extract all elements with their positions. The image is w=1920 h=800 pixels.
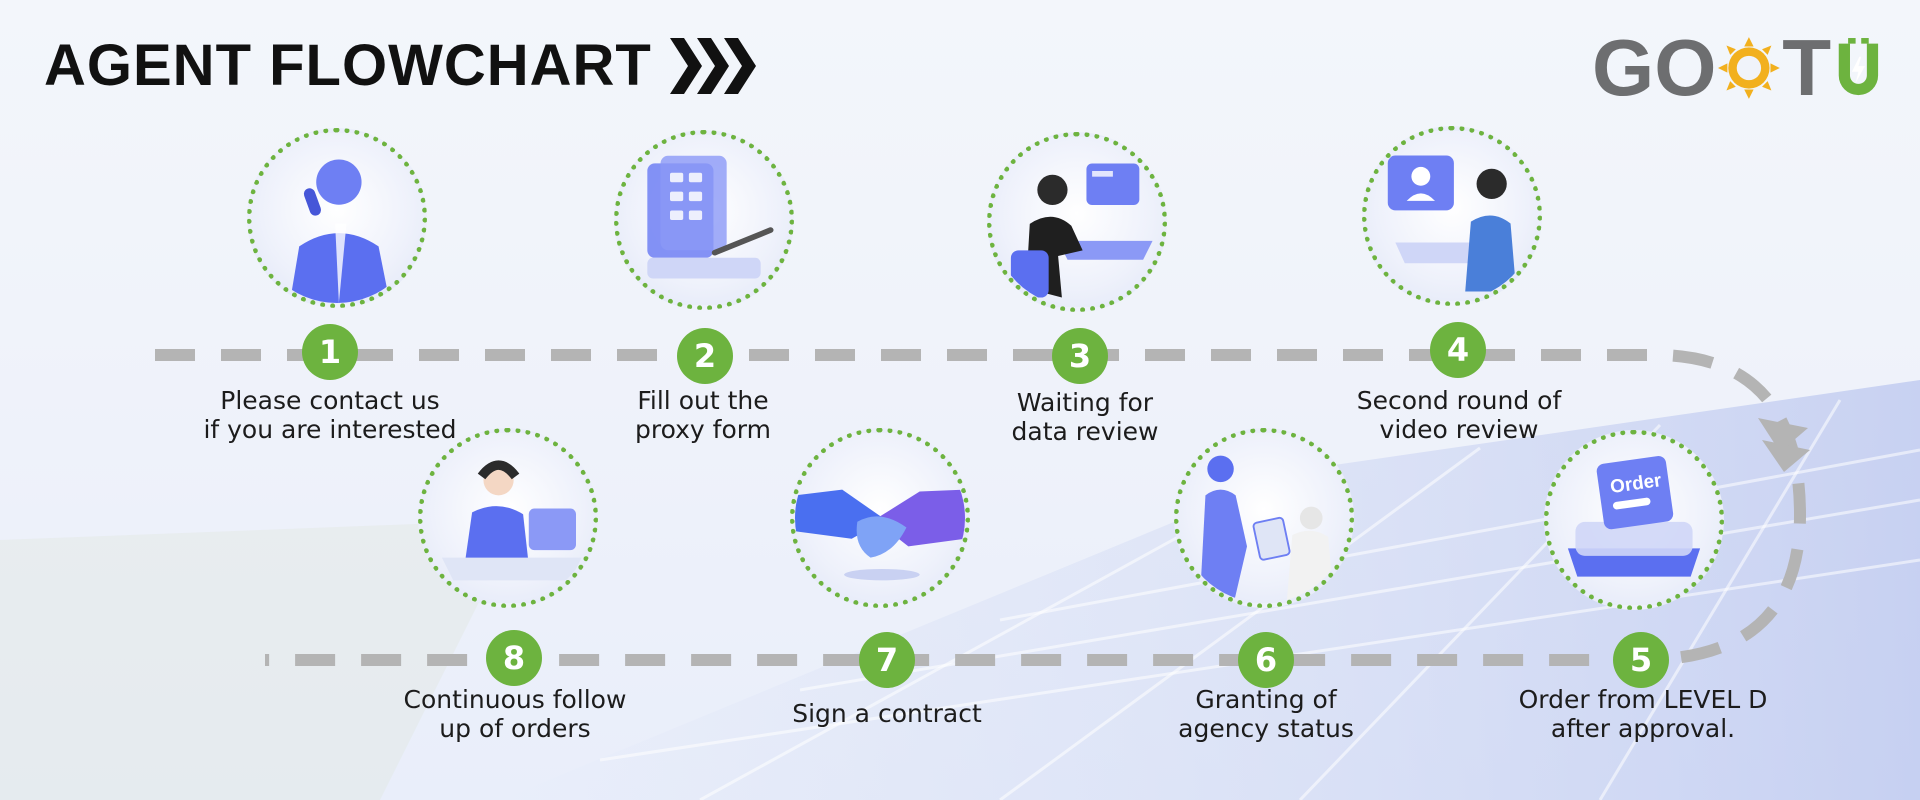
step-badge: 8 [486,630,542,686]
step-label: Waiting for data review [1011,388,1159,446]
battery-u-icon [1838,38,1879,96]
step-badge: 6 [1238,632,1294,688]
phone-call-person-icon [247,128,427,308]
step-badge: 7 [859,632,915,688]
step-badge: 2 [677,328,733,384]
step-label: Fill out the proxy form [635,386,771,444]
sun-o-icon [1718,37,1781,99]
step-label: Sign a contract [792,699,982,728]
step-badge: 4 [1430,322,1486,378]
step-label: Please contact us if you are interested [203,386,457,444]
video-call-icon [1362,126,1542,306]
order-box-icon: Order [1544,430,1724,610]
handshake-icon [790,428,970,608]
step-badge: 3 [1052,328,1108,384]
step-label: Order from LEVEL D after approval. [1518,685,1768,743]
step-label: Continuous follow up of orders [403,685,627,743]
page-title: AGENT FLOWCHART [44,32,756,99]
flow-direction-chevron-icon [1758,418,1810,472]
logo-text-t: T [1782,23,1832,112]
page-title-text: AGENT FLOWCHART [44,33,652,98]
person-at-computer-icon [987,132,1167,312]
logo-text-go: GO [1592,23,1717,112]
step-badge: 5 [1613,632,1669,688]
step-label: Second round of video review [1356,386,1562,444]
triple-chevron-icon [669,37,756,94]
certificate-handover-icon [1174,428,1354,608]
gootu-logo: GO T [1592,28,1882,108]
step-label: Granting of agency status [1178,685,1354,743]
step-badge: 1 [302,324,358,380]
form-and-pen-icon [614,130,794,310]
flow-path-line [155,349,1807,666]
customer-service-agent-icon [418,428,598,608]
